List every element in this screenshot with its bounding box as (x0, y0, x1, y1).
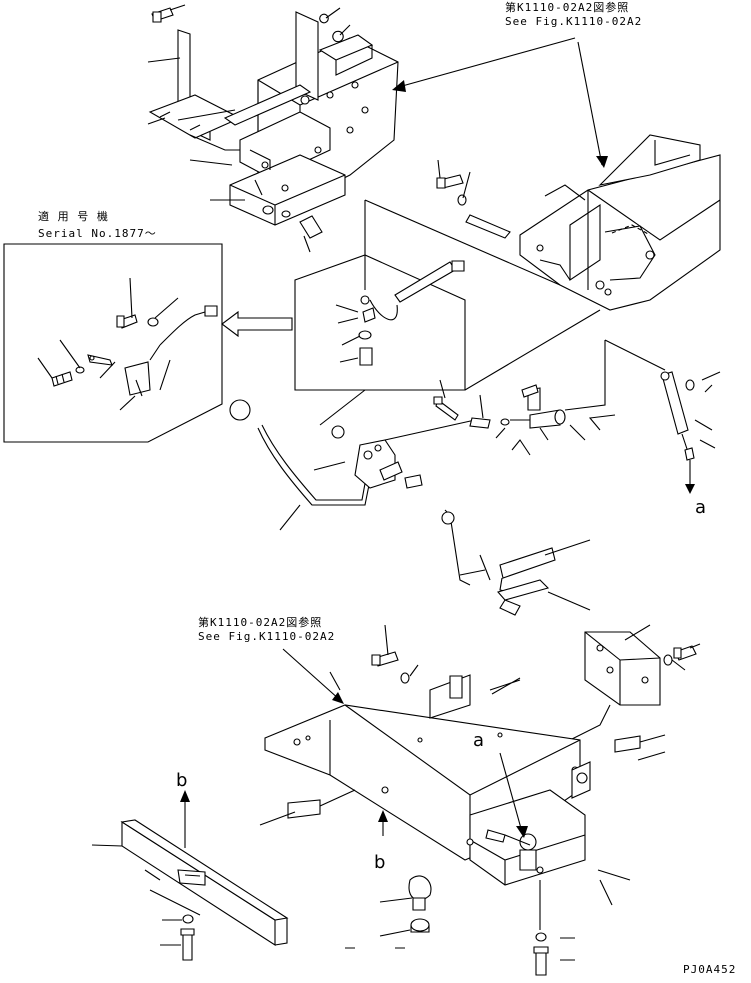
inset-title-jp: 適 用 号 機 (38, 210, 109, 223)
reference-label-top-jp: 第K1110-02A2図参照 (505, 1, 630, 14)
leader-ticks (283, 649, 665, 948)
reference-arrows (330, 38, 608, 690)
upper-bracket-assembly (150, 5, 398, 252)
reference-label-mid-jp: 第K1110-02A2図参照 (198, 616, 323, 629)
cable-subassembly (295, 200, 600, 425)
serial-variant-inset (4, 244, 222, 442)
reference-label-top-en: See Fig.K1110-02A2 (505, 15, 643, 28)
cover-plate (92, 820, 287, 945)
mid-bracket (460, 540, 590, 615)
marker-a-lower: a (473, 730, 485, 751)
reference-label-mid-en: See Fig.K1110-02A2 (198, 630, 336, 643)
inset-arrow (222, 312, 292, 336)
leader-lines-top-left (148, 58, 245, 200)
gas-spring (605, 340, 720, 494)
lever-mechanism (230, 340, 615, 585)
marker-a-right: a (695, 497, 707, 518)
lower-frame (260, 625, 665, 885)
inset-serial-label: Serial No.1877～ (38, 227, 157, 240)
marker-b-lower: b (374, 852, 386, 873)
bottom-fasteners (160, 870, 630, 975)
drawing-code: PJ0A452 (683, 963, 737, 976)
right-bracket-plate (560, 625, 700, 745)
frame-reference-body (437, 135, 720, 310)
marker-b-upper: b (176, 770, 188, 791)
direction-arrows (180, 753, 528, 848)
